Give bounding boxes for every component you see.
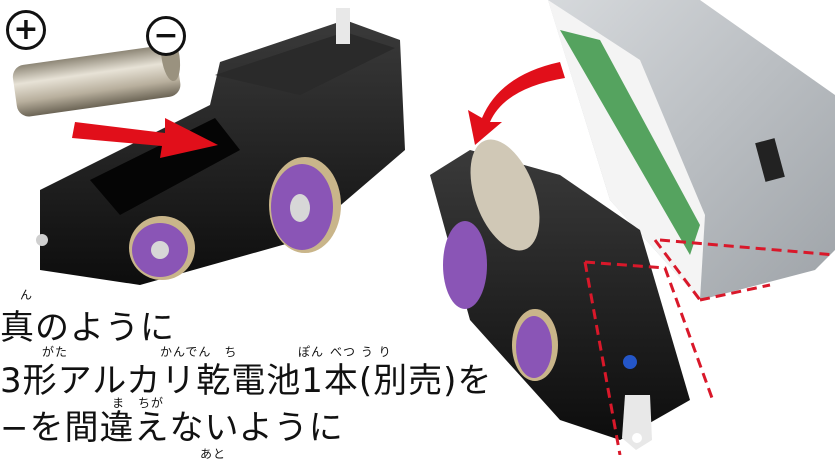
ruby-reading-2d: べつ う り [330,345,392,359]
right-train-chassis [430,139,690,450]
ruby-reading-2c: ぽん [298,345,325,359]
ruby-reading-2a: がた [42,345,69,359]
ruby-reading-1: ん [20,288,34,302]
alignment-guides [583,238,835,455]
left-train-chassis [36,8,405,285]
ruby-reading-2b: かんでん ち [160,345,238,359]
instruction-line-2: 3形アルカリ乾電池1本(別売)を [0,361,493,401]
curved-arrow [468,62,565,145]
instruction-line-3: −を間違えないように [0,408,344,448]
ruby-reading-3b: あと [200,447,227,461]
train-shell [548,0,835,300]
minus-terminal-icon: − [146,16,186,56]
plus-terminal-icon: + [6,10,46,50]
insert-arrow [72,118,218,158]
ruby-reading-3a: ま ちが [112,396,165,410]
instruction-line-1: 真のように [0,308,175,348]
